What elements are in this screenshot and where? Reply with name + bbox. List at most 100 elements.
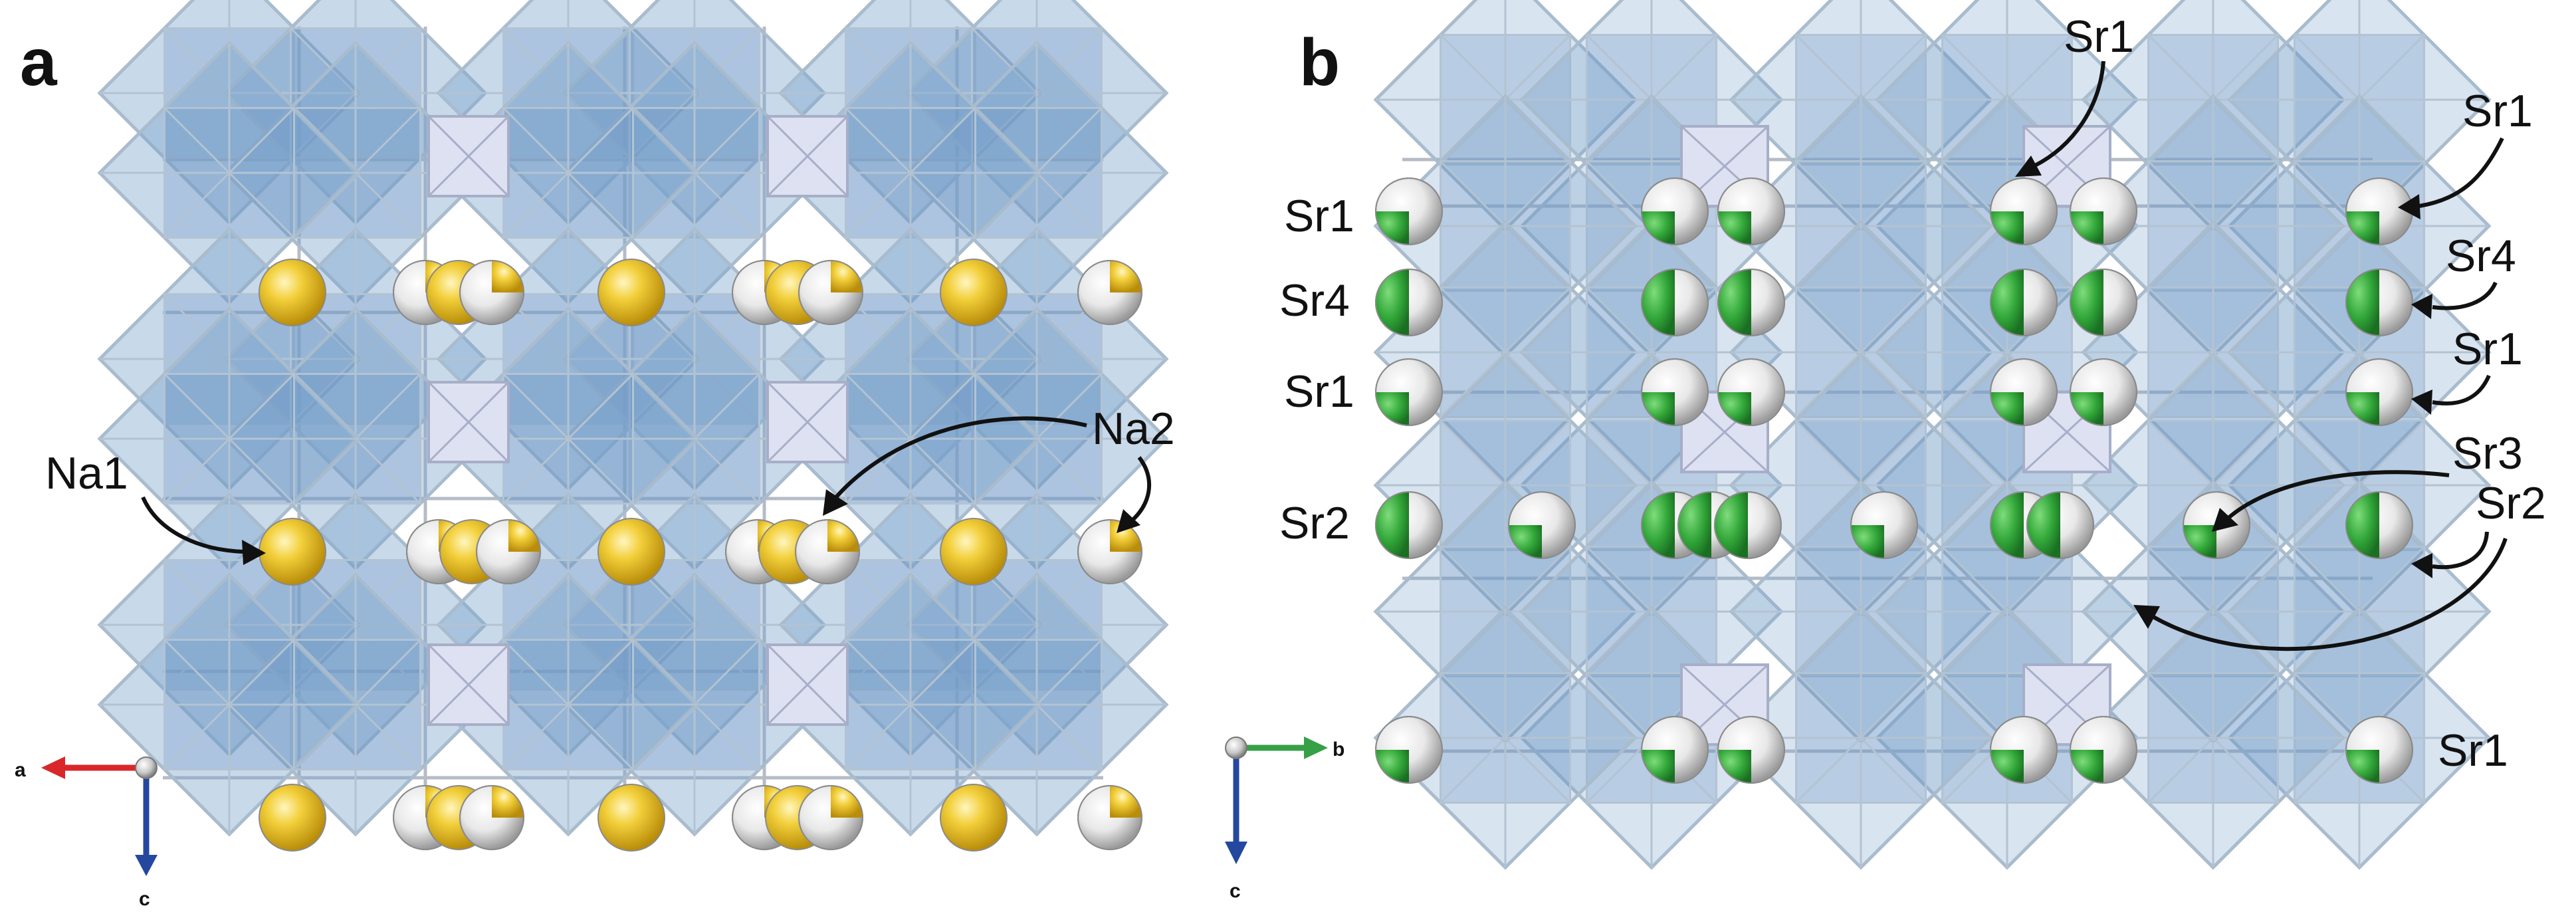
sr2-right-label: Sr2	[2476, 478, 2546, 528]
sr4-atom	[1990, 269, 2058, 336]
panel-b-axis-triad: b c	[1225, 737, 1344, 902]
sr2-right-long-arrow-head	[2133, 605, 2160, 629]
sr2-right-short-arrow	[2432, 531, 2489, 570]
na2-atom	[795, 519, 860, 584]
sr1-right-top-arrow-head	[2398, 194, 2420, 219]
sr1-atom	[1641, 716, 1709, 784]
sr3-right-label: Sr3	[2452, 428, 2523, 479]
sr1-top-arrow	[2032, 60, 2105, 168]
sr1-atom	[2070, 716, 2137, 784]
octahedron	[1729, 606, 1993, 870]
sr2-atom	[1508, 491, 1576, 559]
sr3-right-arrow-head	[2212, 508, 2238, 532]
octahedron	[2081, 606, 2345, 870]
sr2-left-label: Sr2	[1279, 498, 1350, 548]
na1-atom	[259, 518, 326, 586]
sr4-right-arrow	[2432, 281, 2498, 310]
na2-atom	[1077, 519, 1142, 584]
tetrahedron	[427, 115, 510, 197]
na1-atom	[597, 784, 665, 852]
na2-arrow-short-head	[1117, 509, 1140, 533]
na1-atom	[597, 259, 665, 326]
sr1-right-top-label: Sr1	[2462, 86, 2533, 136]
panel-b-label: b	[1299, 25, 1340, 100]
sr1-right-top-arrow	[2418, 137, 2504, 208]
panel-a-atoms	[259, 259, 1142, 852]
sr1-atom	[1990, 716, 2058, 784]
octahedron	[436, 306, 700, 571]
sr1-atom	[1717, 358, 1785, 426]
sr1-atom	[1641, 177, 1709, 245]
octahedron	[1373, 220, 1638, 485]
sr1-right-mid-arrow-head	[2411, 390, 2432, 415]
sr1-atom	[2070, 177, 2137, 245]
sr1-atom	[1717, 177, 1785, 245]
sr2-atom	[2345, 491, 2413, 559]
axis-c-arrow-icon	[135, 855, 158, 876]
sr4-right-arrow-head	[2411, 294, 2432, 319]
na2-atom	[1077, 785, 1142, 850]
sr4-atom	[1641, 269, 1709, 336]
sr1-right-mid-arrow	[2432, 374, 2491, 405]
sr2-atom	[1375, 491, 1443, 559]
sr2-atom	[2026, 491, 2094, 559]
na2-atom	[798, 785, 863, 850]
na2-arrow-short	[1130, 456, 1151, 523]
sr1-atom	[2345, 358, 2413, 426]
sr1-atom	[1375, 716, 1443, 784]
panel-a: a Na1 Na2 a c	[15, 0, 1175, 910]
octahedron	[778, 41, 1043, 305]
sr1-bottom-label: Sr1	[2438, 725, 2508, 776]
sr4-left-label: Sr4	[1279, 275, 1350, 326]
na2-atom	[798, 260, 863, 325]
sr4-atom	[2070, 269, 2137, 336]
sr1-left-top-label: Sr1	[1284, 191, 1354, 241]
na2-arrow-long-head	[823, 489, 848, 516]
na1-atom	[940, 518, 1008, 586]
axis-a-label: a	[15, 759, 26, 781]
sr1-atom	[2345, 716, 2413, 784]
axis-c-label-b: c	[1230, 880, 1241, 902]
axis-b-arrow-icon	[1304, 737, 1328, 759]
sr1-atom	[2070, 358, 2137, 426]
sr4-atom	[2345, 269, 2413, 336]
na1-atom	[259, 784, 326, 852]
sr1-atom	[1375, 358, 1443, 426]
na2-arrow-long	[834, 416, 1087, 499]
octahedron	[778, 572, 1043, 837]
axis-c-label-a: c	[139, 888, 150, 910]
octahedron	[1373, 606, 1638, 870]
sr4-right-label: Sr4	[2446, 231, 2516, 281]
sr4-atom	[1375, 269, 1443, 336]
na1-atom	[259, 259, 326, 326]
tetrahedron	[427, 381, 510, 463]
sr1-atom	[1375, 177, 1443, 245]
octahedron	[97, 306, 362, 571]
tetrahedron	[427, 643, 510, 726]
panel-a-tetrahedra	[427, 115, 849, 726]
sr1-atom	[1641, 358, 1709, 426]
na1-atom	[940, 259, 1008, 326]
octahedron	[1729, 220, 1993, 485]
panel-a-axis-triad: a c	[15, 756, 158, 910]
axis-a-arrow-icon	[41, 756, 65, 779]
na2-atom	[459, 785, 524, 850]
na2-atom	[1077, 260, 1142, 325]
na1-label: Na1	[45, 448, 128, 499]
na1-arrow	[141, 496, 245, 554]
octahedron	[436, 572, 700, 837]
sr1-atom	[1990, 177, 2058, 245]
tetrahedron	[766, 643, 849, 726]
na2-atom	[459, 260, 524, 325]
na1-atom	[597, 518, 665, 586]
sr1-atom	[1990, 358, 2058, 426]
na1-arrow-head	[242, 540, 266, 565]
sr1-top-arrow-head	[2015, 156, 2042, 177]
tetrahedron	[766, 381, 849, 463]
sr1-top-label: Sr1	[2064, 11, 2134, 62]
panel-b: b Sr1 Sr4 Sr1 Sr2 Sr1 Sr1 Sr4 Sr1 Sr3 Sr…	[1225, 0, 2546, 902]
sr1-atom	[1717, 716, 1785, 784]
na1-atom	[940, 784, 1008, 852]
sr2-right-short-arrow-head	[2411, 553, 2432, 578]
